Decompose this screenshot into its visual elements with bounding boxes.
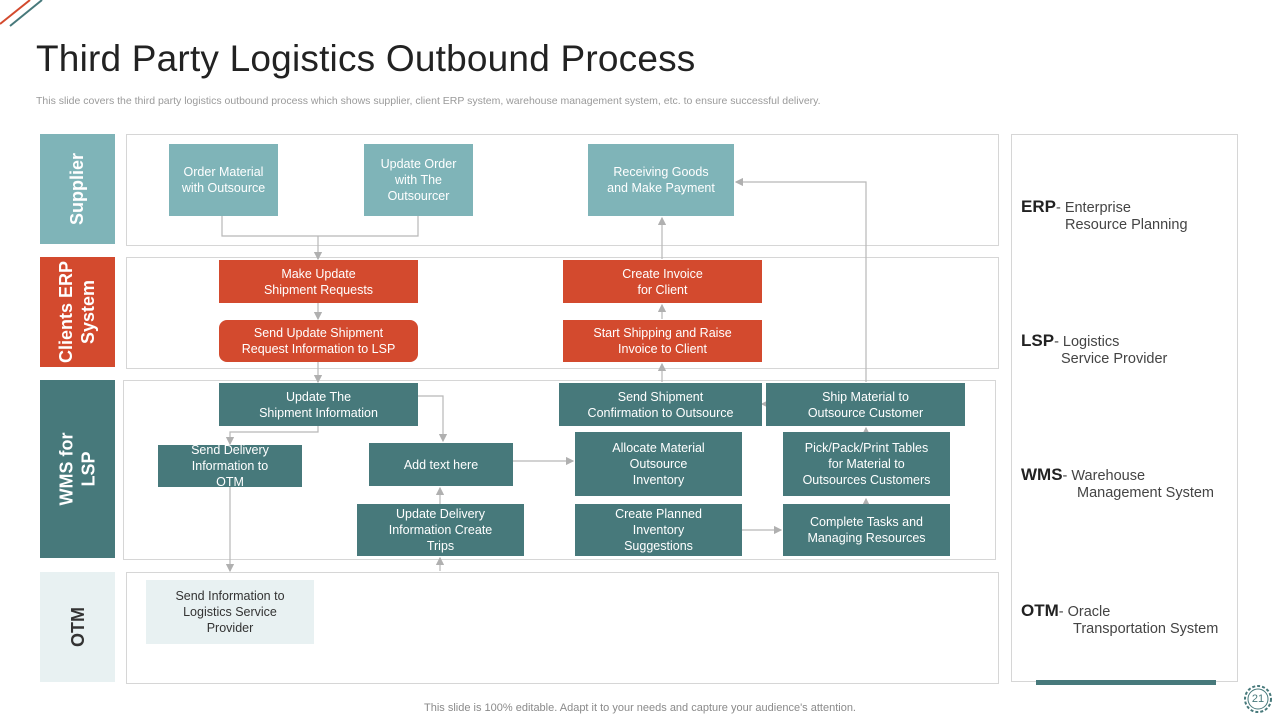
node-make-update: Make Update Shipment Requests (219, 260, 418, 303)
legend-item-otm: OTM- Oracle Transportation System (1021, 601, 1218, 637)
node-complete-tasks: Complete Tasks and Managing Resources (783, 504, 950, 556)
flow-connectors (221, 177, 871, 573)
legend-item-wms: WMS- Warehouse Management System (1021, 465, 1214, 501)
node-update-delivery: Update Delivery Information Create Trips (357, 504, 524, 556)
node-add-text: Add text here (369, 443, 513, 486)
node-allocate: Allocate Material Outsource Inventory (575, 432, 742, 496)
corner-decoration (0, 0, 43, 27)
legend-abbr-erp: ERP (1021, 197, 1056, 216)
node-receiving-goods: Receiving Goods and Make Payment (588, 144, 734, 216)
legend-line2-lsp: Service Provider (1061, 351, 1168, 367)
node-create-invoice: Create Invoice for Client (563, 260, 762, 303)
legend-line2-otm: Transportation System (1073, 621, 1219, 637)
lane-label-supplier: Supplier (40, 134, 115, 244)
lane-label-otm: OTM (40, 572, 115, 682)
legend-abbr-otm: OTM (1021, 601, 1059, 620)
node-send-info-lsp: Send Information to Logistics Service Pr… (146, 580, 314, 644)
legend-line2-erp: Resource Planning (1065, 217, 1188, 233)
legend-line2-wms: Management System (1077, 485, 1215, 501)
footer-note: This slide is 100% editable. Adapt it to… (424, 702, 856, 714)
legend-item-lsp: LSP- Logistics Service Provider (1021, 331, 1167, 367)
node-send-update: Send Update Shipment Request Information… (219, 320, 418, 362)
gear-icon (1244, 685, 1272, 713)
node-create-planned: Create Planned Inventory Suggestions (575, 504, 742, 556)
node-ship-material: Ship Material to Outsource Customer (766, 383, 965, 426)
legend-accent-bar (1036, 680, 1216, 685)
legend-item-erp: ERP- Enterprise Resource Planning (1021, 197, 1188, 233)
legend-abbr-wms: WMS (1021, 465, 1063, 484)
node-update-shipment-info: Update The Shipment Information (219, 383, 418, 426)
page-number: 21 (1251, 693, 1265, 705)
legend-abbr-lsp: LSP (1021, 331, 1055, 350)
legend-line1-otm: - Oracle (1058, 604, 1111, 620)
node-start-shipping: Start Shipping and Raise Invoice to Clie… (563, 320, 762, 362)
lane-label-erp: Clients ERP System (40, 257, 115, 367)
node-pick-pack: Pick/Pack/Print Tables for Material to O… (783, 432, 950, 496)
legend-line1-wms: - Warehouse (1062, 468, 1146, 484)
node-update-order: Update Order with The Outsourcer (364, 144, 473, 216)
node-order-material: Order Material with Outsource (169, 144, 278, 216)
node-send-shipment-conf: Send Shipment Confirmation to Outsource (559, 383, 762, 426)
page-subtitle: This slide covers the third party logist… (36, 95, 821, 107)
legend-line1-lsp: - Logistics (1054, 334, 1120, 350)
legend-line1-erp: - Enterprise (1055, 200, 1131, 216)
lane-label-wms: WMS for LSP (40, 380, 115, 558)
node-send-delivery: Send Delivery Information to OTM (158, 443, 302, 489)
page-title: Third Party Logistics Outbound Process (36, 38, 696, 79)
